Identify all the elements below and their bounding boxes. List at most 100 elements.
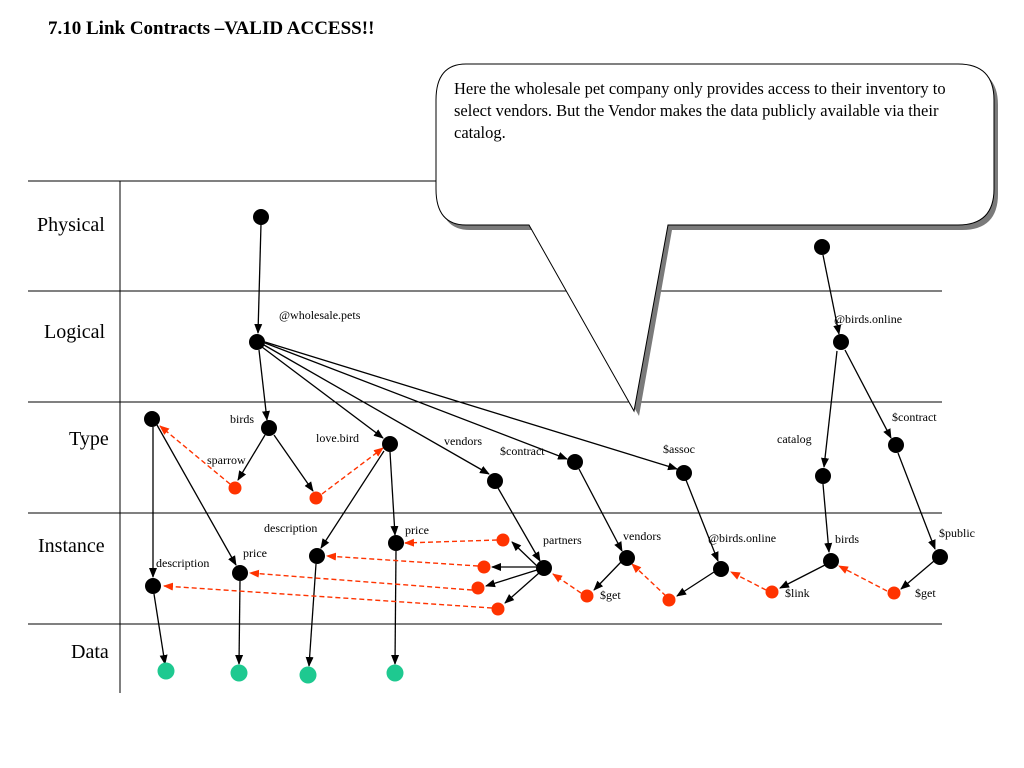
edge-typeleft-to-price <box>156 424 237 566</box>
edge-description-love-to-data3 <box>305 563 317 667</box>
node-contract-right <box>888 437 904 453</box>
slide-title: 7.10 Link Contracts –VALID ACCESS!! <box>48 18 375 39</box>
edge-birds-to-sparrow <box>237 434 266 481</box>
node-description-left <box>145 578 161 594</box>
label-vendors-type: vendors <box>444 434 482 448</box>
edge-partners-to-redD <box>504 572 540 604</box>
pointer-node-link <box>765 585 779 599</box>
label-contract-type: $contract <box>500 444 545 458</box>
node-assoc <box>676 465 692 481</box>
data-node-3 <box>299 666 317 684</box>
edge-contract-to-public <box>897 452 936 550</box>
edge-birds-inst-to-link <box>779 564 826 589</box>
pointer-node-d <box>491 602 505 616</box>
edge-physical-right-to-birdsonline <box>822 254 842 335</box>
node-birds-type <box>261 420 277 436</box>
node-birdsonline-inst <box>713 561 729 577</box>
node-price-love <box>388 535 404 551</box>
node-public <box>932 549 948 565</box>
label-lovebird: love.bird <box>316 431 359 445</box>
edge-catalog-to-birds-inst <box>822 483 833 553</box>
data-node-4 <box>386 664 404 682</box>
label-birds-inst: birds <box>835 532 859 546</box>
entity-nodes <box>144 209 948 594</box>
node-physical-right <box>814 239 830 255</box>
pointer-redB-to-description-love <box>326 552 479 567</box>
edge-vendors-inst-to-get <box>593 561 622 591</box>
edge-public-to-get <box>900 560 935 590</box>
pointer-node-b <box>477 560 491 574</box>
row-label-instance: Instance <box>38 535 105 557</box>
label-link: $link <box>785 586 810 600</box>
pointer-node-a <box>496 533 510 547</box>
node-physical-left <box>253 209 269 225</box>
edge-lovebird-to-description <box>320 450 385 549</box>
pointer-node-lovebird <box>309 491 323 505</box>
edge-birdsonline-inst-to-red <box>676 571 715 597</box>
pointer-redlove-to-lovebird <box>321 447 384 495</box>
label-description-love: description <box>264 521 318 535</box>
node-vendors-type <box>487 473 503 489</box>
label-birdsonline-logical: @birds.online <box>834 312 903 326</box>
edge-wholesale-to-assoc <box>264 341 678 471</box>
label-wholesale-pets: @wholesale.pets <box>279 308 361 322</box>
edge-assoc-to-birdsonline-inst <box>685 479 719 562</box>
edge-contract-to-vendors-inst <box>578 468 623 552</box>
row-label-type: Type <box>69 428 109 450</box>
callout-shape <box>435 63 995 413</box>
label-birdsonline-inst: @birds.online <box>708 531 777 545</box>
label-assoc: $assoc <box>663 442 695 456</box>
pointer-get-to-partners <box>552 573 582 594</box>
pointer-node-c <box>471 581 485 595</box>
callout-bubble <box>435 63 998 416</box>
edge-wholesale-to-vendors <box>263 344 490 475</box>
edge-wholesale-to-lovebird <box>261 346 384 439</box>
pointer-node-get-mid <box>580 589 594 603</box>
node-description-love <box>309 548 325 564</box>
node-birds-inst <box>823 553 839 569</box>
edge-partners-to-redA <box>511 541 538 567</box>
edge-description-to-data1 <box>153 593 168 665</box>
pointer-node-vendors <box>662 593 676 607</box>
label-price-love: price <box>405 523 429 537</box>
node-type-left <box>144 411 160 427</box>
label-vendors-inst: vendors <box>623 529 661 543</box>
hierarchy-edges <box>149 223 936 667</box>
row-label-logical: Logical <box>44 321 106 343</box>
pointer-node-get-right <box>887 586 901 600</box>
label-price-left: price <box>243 546 267 560</box>
edge-wholesale-to-birds <box>258 349 270 421</box>
node-vendors-inst <box>619 550 635 566</box>
node-partners <box>536 560 552 576</box>
pointer-red-to-vendors-inst <box>631 563 667 597</box>
label-contract-right: $contract <box>892 410 937 424</box>
swimlane-grid <box>28 180 942 693</box>
label-get-mid: $get <box>600 588 621 602</box>
data-node-1 <box>157 662 175 680</box>
pointer-edges <box>159 425 888 609</box>
row-label-data: Data <box>71 641 109 663</box>
edge-price-to-data2 <box>235 580 244 665</box>
node-birdsonline-logical <box>833 334 849 350</box>
edge-wholesale-to-contract <box>264 342 568 460</box>
edge-birdsonline-to-catalog <box>821 350 838 468</box>
edge-physical-to-wholesale <box>254 223 263 334</box>
label-sparrow: sparrow <box>207 453 246 467</box>
label-birds-type: birds <box>230 412 254 426</box>
pointer-link-to-birdsonline-inst <box>730 571 767 591</box>
edge-partners-to-redC <box>485 569 538 588</box>
data-nodes <box>157 662 404 684</box>
node-catalog <box>815 468 831 484</box>
node-price-left <box>232 565 248 581</box>
pointer-redD-to-description-left <box>163 582 493 609</box>
node-contract-type <box>567 454 583 470</box>
node-lovebird <box>382 436 398 452</box>
edge-birds-to-lovebird-inst <box>273 434 314 492</box>
data-node-2 <box>230 664 248 682</box>
label-catalog: catalog <box>777 432 812 446</box>
pointer-nodes <box>228 481 901 616</box>
edge-price-love-to-data4 <box>391 550 400 665</box>
edge-vendors-to-partners <box>497 487 541 562</box>
label-partners: partners <box>543 533 582 547</box>
